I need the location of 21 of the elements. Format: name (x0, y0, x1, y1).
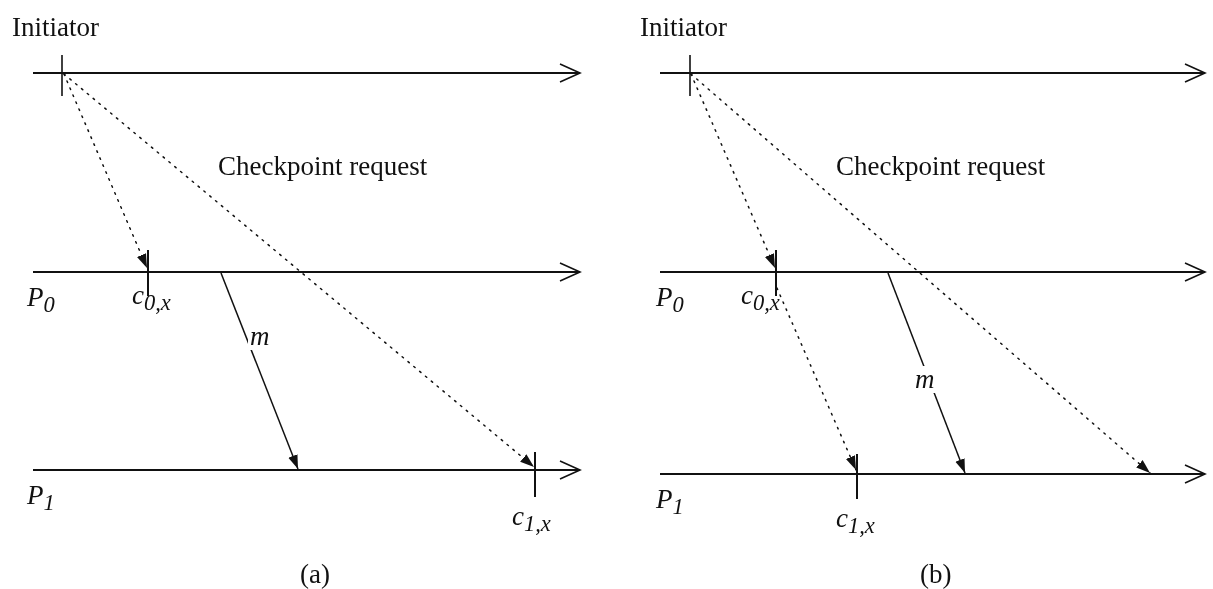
dotted-arrow (690, 73, 1151, 474)
process-label: P$_{0}$ (27, 284, 55, 317)
checkpoint-label: c$_{0,x}$ (132, 282, 171, 315)
process-label: P$_{1}$ (656, 486, 684, 519)
dotted-arrow (63, 73, 535, 468)
arrow (220, 272, 299, 470)
panel-caption: (b) (920, 561, 952, 588)
checkpoint-label: c$_{1,x}$ (836, 505, 875, 538)
annotation-text: Checkpoint request (218, 153, 428, 180)
process-label: P$_{1}$ (27, 482, 55, 515)
checkpoint-label: c$_{0,x}$ (741, 282, 780, 315)
process-label: P$_{0}$ (656, 284, 684, 317)
process-label: Initiator (640, 14, 727, 41)
edge-label: m (913, 366, 937, 393)
process-label: Initiator (12, 14, 99, 41)
dotted-arrow (63, 73, 148, 269)
dotted-arrow (776, 287, 857, 471)
annotation-text: Checkpoint request (836, 153, 1046, 180)
dotted-arrow (690, 73, 776, 269)
checkpoint-label: c$_{1,x}$ (512, 503, 551, 536)
panel-caption: (a) (300, 561, 330, 588)
